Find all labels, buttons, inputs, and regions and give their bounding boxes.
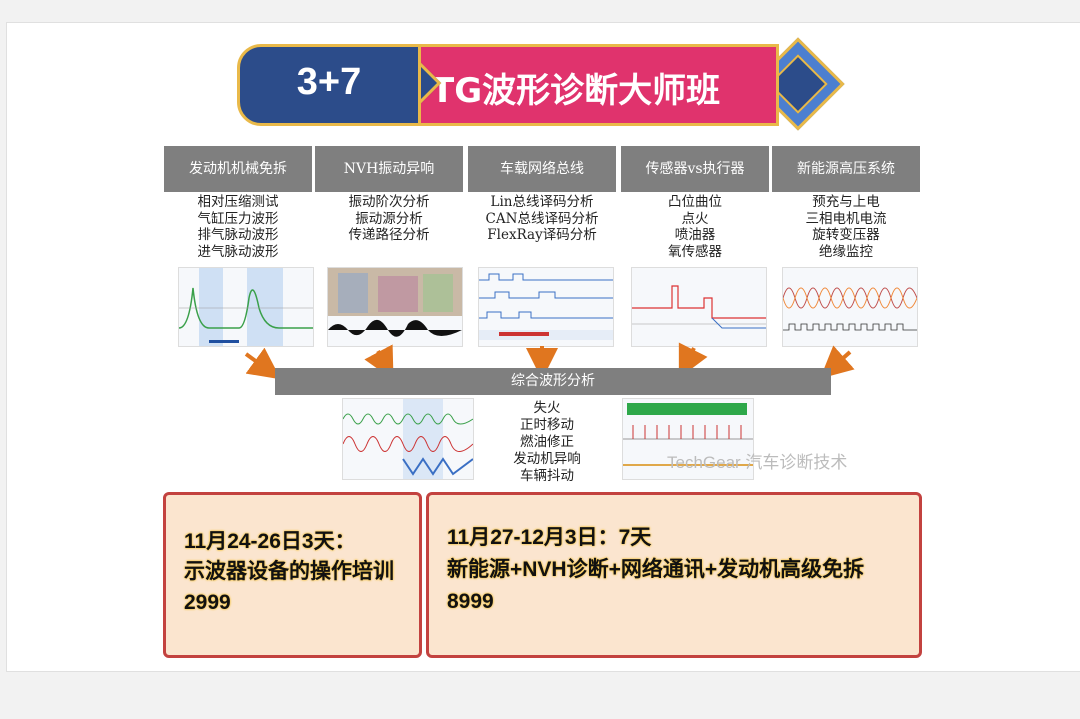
column-items: Lin总线译码分析 CAN总线译码分析 FlexRay译码分析 <box>468 192 616 244</box>
outcome-item: 失火 <box>533 400 561 416</box>
column-items: 振动阶次分析 振动源分析 传递路径分析 <box>315 192 463 244</box>
combined-waveform-left <box>342 398 474 480</box>
column-item: Lin总线译码分析 <box>490 194 594 210</box>
outcome-item: 正时移动 <box>520 417 574 433</box>
offer-description: 示波器设备的操作培训 <box>184 560 394 583</box>
column-item: 相对压缩测试 <box>197 194 279 210</box>
watermark: TechGear 汽车诊断技术 <box>667 453 848 472</box>
column-item: 振动阶次分析 <box>348 194 430 210</box>
column-header: NVH振动异响 <box>315 146 463 192</box>
offer-box-full: 11月27-12月3日：7天 新能源+NVH诊断+网络通讯+发动机高级免拆 89… <box>426 492 922 658</box>
offer-description: 新能源+NVH诊断+网络通讯+发动机高级免拆 <box>447 558 865 581</box>
column-nvh: NVH振动异响 振动阶次分析 振动源分析 传递路径分析 <box>315 146 463 347</box>
combined-waveform-right <box>622 398 754 480</box>
bus-decode-thumbnail <box>478 267 614 347</box>
column-items: 凸位曲位 点火 喷油器 氧传感器 <box>621 192 769 260</box>
column-header: 新能源高压系统 <box>772 146 920 192</box>
flow-arrows <box>244 342 855 381</box>
combined-analysis-bar: 综合波形分析 <box>275 368 831 395</box>
banner-title-panel: TG波形诊断大师班 <box>409 44 779 126</box>
column-header: 传感器vs执行器 <box>621 146 769 192</box>
column-items: 预充与上电 三相电机电流 旋转变压器 绝缘监控 <box>772 192 920 260</box>
sensor-waveform-thumbnail <box>631 267 767 347</box>
column-item: 预充与上电 <box>812 194 880 210</box>
course-diagram: 发动机机械免拆 相对压缩测试 气缸压力波形 排气脉动波形 进气脉动波形 NVH振… <box>164 146 920 488</box>
column-item: 点火 <box>681 210 709 227</box>
column-item: CAN总线译码分析 <box>485 210 599 227</box>
column-item: 振动源分析 <box>355 210 423 227</box>
column-item: 绝缘监控 <box>819 243 873 260</box>
waveform-thumbnail <box>178 267 314 347</box>
outcome-item: 燃油修正 <box>520 434 574 450</box>
column-item: 排气脉动波形 <box>197 227 279 243</box>
outcome-list: 失火 正时移动 燃油修正 发动机异响 车辆抖动 <box>486 400 608 485</box>
offer-dates: 11月27-12月3日：7天 <box>447 526 652 549</box>
column-item: FlexRay译码分析 <box>487 227 597 243</box>
banner-number-panel: 3+7 <box>237 44 421 126</box>
column-network: 车载网络总线 Lin总线译码分析 CAN总线译码分析 FlexRay译码分析 <box>468 146 616 347</box>
column-items: 相对压缩测试 气缸压力波形 排气脉动波形 进气脉动波形 <box>164 192 312 260</box>
column-item: 三相电机电流 <box>805 210 887 227</box>
column-item: 进气脉动波形 <box>197 243 279 260</box>
column-item: 凸位曲位 <box>668 194 722 210</box>
motor-current-thumbnail <box>782 267 918 347</box>
column-engine: 发动机机械免拆 相对压缩测试 气缸压力波形 排气脉动波形 进气脉动波形 <box>164 146 314 347</box>
column-header: 发动机机械免拆 <box>164 146 312 192</box>
spectrogram-thumbnail <box>327 267 463 347</box>
column-hv: 新能源高压系统 预充与上电 三相电机电流 旋转变压器 绝缘监控 <box>772 146 920 347</box>
offer-price: 8999 <box>447 590 494 613</box>
outcome-item: 车辆抖动 <box>520 468 574 484</box>
offer-box-short: 11月24-26日3天： 示波器设备的操作培训 2999 <box>163 492 422 658</box>
banner-title: TG波形诊断大师班 <box>431 71 721 111</box>
offer-price: 2999 <box>184 591 231 614</box>
column-item: 氧传感器 <box>668 243 722 260</box>
column-item: 喷油器 <box>674 227 716 243</box>
column-item: 旋转变压器 <box>812 227 880 243</box>
column-header: 车载网络总线 <box>468 146 616 192</box>
column-item: 传递路径分析 <box>348 227 430 243</box>
outcome-item: 发动机异响 <box>513 451 581 467</box>
offer-dates: 11月24-26日3天： <box>184 530 356 553</box>
column-sensors: 传感器vs执行器 凸位曲位 点火 喷油器 氧传感器 <box>621 146 769 347</box>
column-item: 气缸压力波形 <box>197 210 279 227</box>
course-banner: TG波形诊断大师班 3+7 <box>235 37 845 133</box>
banner-number: 3+7 <box>296 61 362 103</box>
